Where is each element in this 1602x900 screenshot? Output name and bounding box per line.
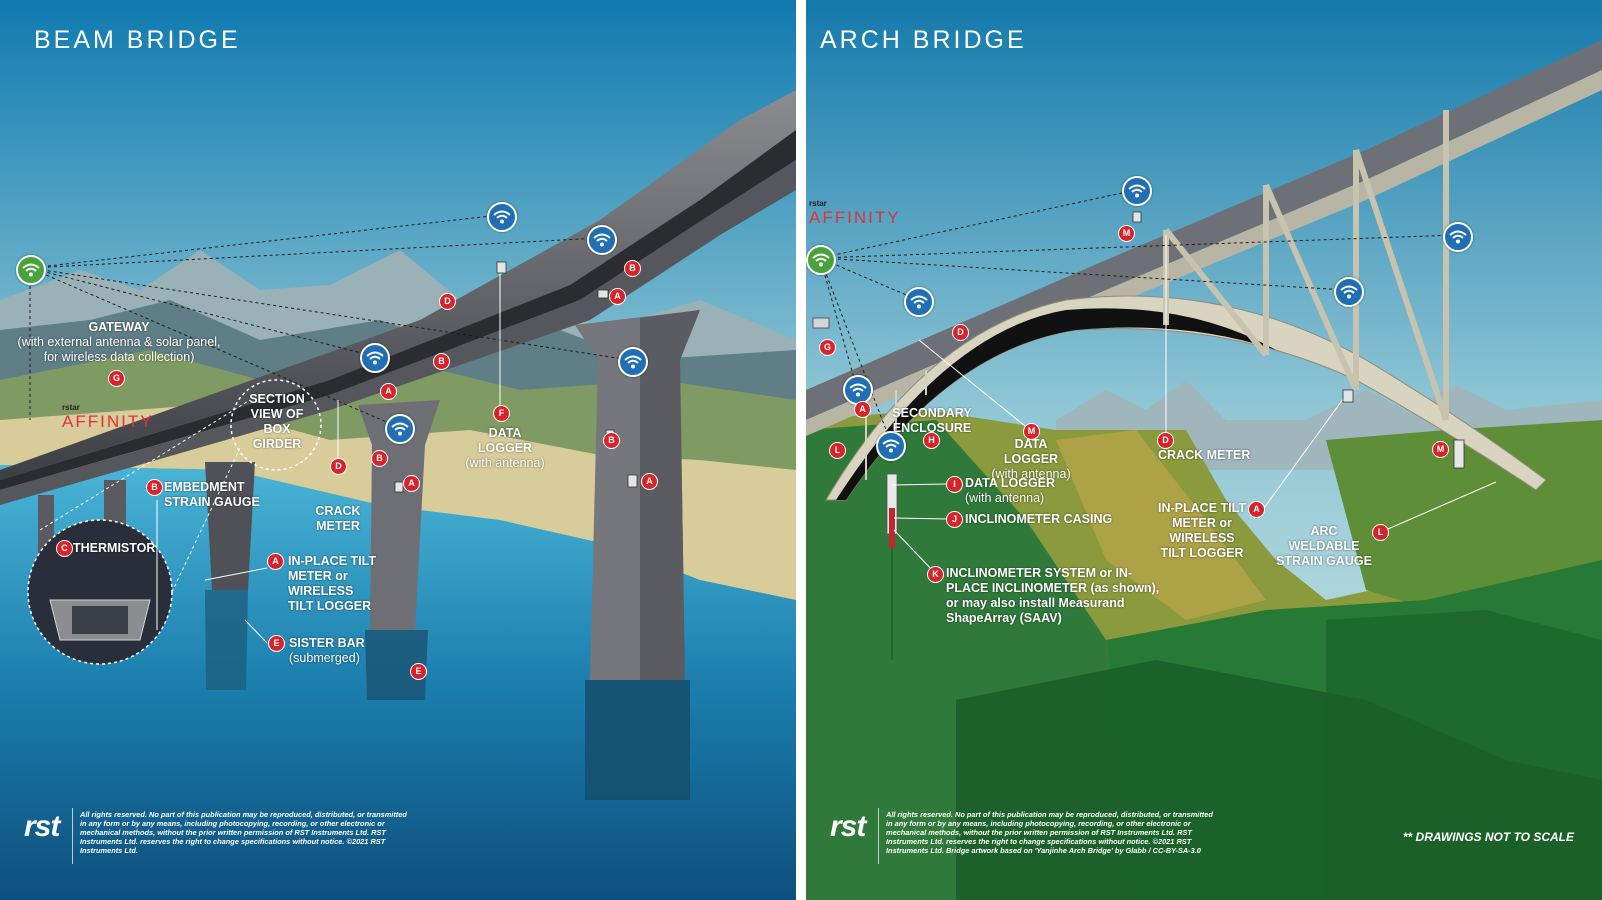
footer-divider [878,808,879,864]
badge-b: B [433,353,450,370]
badge-l: L [1372,524,1389,541]
sister-bar-subtitle: (submerged) [289,651,360,665]
sister-bar-title: SISTER BAR [289,636,365,650]
badge-b: B [371,450,388,467]
badge-a: A [403,475,420,492]
beam-bridge-illustration [0,0,796,900]
thermistor-label: THERMISTOR [73,541,156,555]
badge-j: J [946,511,963,528]
data-logger-subtitle: (with antenna) [965,491,1045,505]
badge-g: G [108,370,125,387]
beam-bridge-title: BEAM BRIDGE [34,26,241,54]
badge-c: C [56,540,73,557]
badge-e: E [410,663,427,680]
badge-m: M [1118,225,1135,242]
copyright-text: All rights reserved. No part of this pub… [80,810,407,855]
wifi-icon [360,343,390,373]
affinity-label: AFFINITY [62,412,154,431]
wifi-icon [385,414,415,444]
secondary-enclosure-label: SECONDARY ENCLOSURE [892,406,972,435]
crack-meter-label: CRACK METER [315,504,361,533]
not-to-scale-note: ** DRAWINGS NOT TO SCALE [1402,830,1574,844]
wifi-icon [843,375,873,405]
wifi-icon [1122,176,1152,206]
gateway-wifi-icon [16,255,46,285]
rstar-label: rstar [62,403,80,412]
embedment-strain-gauge-label: EMBEDMENT STRAIN GAUGE [164,480,260,509]
sister-bar-label: SISTER BAR (submerged) [289,636,365,666]
rst-logo: rst [830,810,866,843]
badge-m: M [1023,423,1040,440]
data-logger-title: DATA LOGGER [965,476,1056,490]
badge-g: G [819,339,836,356]
badge-m: M [1432,441,1449,458]
inclinometer-casing-label: INCLINOMETER CASING [965,512,1113,526]
gateway-subtitle: (with external antenna & solar panel, fo… [17,335,221,364]
copyright-text: All rights reserved. No part of this pub… [886,810,1213,855]
badge-a: A [854,401,871,418]
wifi-icon [904,287,934,317]
affinity-logo: rstar AFFINITY [809,199,901,228]
badge-f: F [493,405,510,422]
data-logger-title: DATA LOGGER [477,426,533,455]
gateway-label: GATEWAY (with external antenna & solar p… [14,320,224,365]
section-view-label: SECTION VIEW OF BOX GIRDER [249,392,305,451]
badge-d: D [1157,432,1174,449]
badge-b: B [146,479,163,496]
crack-meter-label: CRACK METER [1158,448,1251,462]
beam-bridge-panel: BEAM BRIDGE rstar AFFINITY GATEWAY (with… [0,0,796,900]
badge-b: B [624,260,641,277]
badge-d: D [952,324,969,341]
badge-b: B [603,432,620,449]
arch-bridge-title: ARCH BRIDGE [820,26,1027,54]
badge-a: A [641,473,658,490]
wifi-icon [487,202,517,232]
arc-weldable-strain-gauge-label: ARC WELDABLE STRAIN GAUGE [1276,524,1372,568]
inclinometer-system-label: INCLINOMETER SYSTEM or IN-PLACE INCLINOM… [946,566,1160,625]
inplace-tilt-meter-label: IN-PLACE TILT METER or WIRELESS TILT LOG… [1158,501,1246,560]
badge-a: A [1248,501,1265,518]
wifi-icon [876,431,906,461]
data-logger-label: DATA LOGGER (with antenna) [460,426,550,471]
data-logger-subtitle: (with antenna) [465,456,545,470]
wifi-icon [618,347,648,377]
badge-k: K [927,566,944,583]
data-logger-label: DATA LOGGER (with antenna) [965,476,1075,506]
badge-h: H [923,432,940,449]
arch-bridge-illustration [806,0,1602,900]
badge-d: D [439,293,456,310]
wifi-icon [587,225,617,255]
wifi-icon [1334,277,1364,307]
badge-l: L [829,442,846,459]
inplace-tilt-meter-label: IN-PLACE TILT METER or WIRELESS TILT LOG… [288,554,376,613]
badge-e: E [268,635,285,652]
wifi-icon [1443,222,1473,252]
affinity-logo: rstar AFFINITY [62,403,154,432]
data-logger-title: DATA LOGGER [1003,437,1059,466]
data-logger-subtitle: (with antenna) [991,467,1071,481]
badge-a: A [380,383,397,400]
badge-d: D [330,458,347,475]
badge-a: A [267,553,284,570]
footer-divider [72,808,73,864]
data-logger-label: DATA LOGGER (with antenna) [986,437,1076,482]
rstar-label: rstar [809,199,827,208]
rst-logo: rst [24,810,60,843]
badge-a: A [609,288,626,305]
affinity-label: AFFINITY [809,208,901,227]
arch-bridge-panel: ARCH BRIDGE rstar AFFINITY SECONDARY ENC… [806,0,1602,900]
gateway-title: GATEWAY [88,320,150,334]
badge-i: I [946,476,963,493]
gateway-wifi-icon [806,245,836,275]
